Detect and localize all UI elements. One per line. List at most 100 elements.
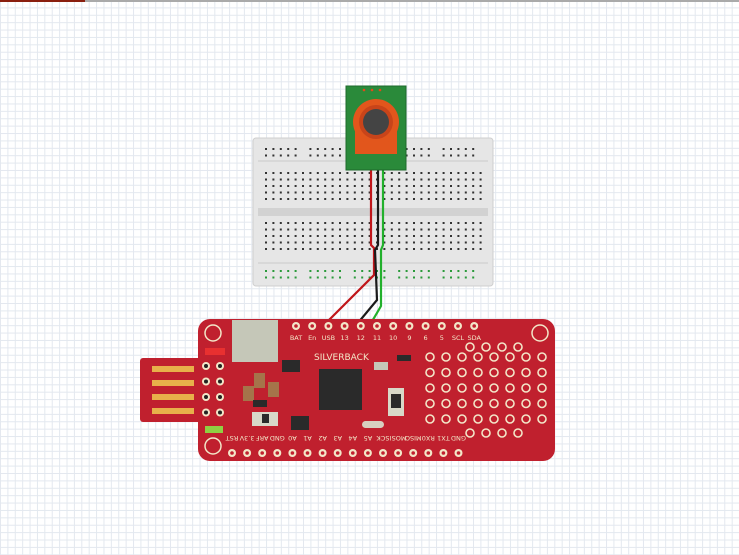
breadboard-hole[interactable]	[272, 154, 275, 157]
breadboard-hole[interactable]	[413, 172, 415, 174]
breadboard-hole[interactable]	[472, 172, 475, 174]
breadboard-hole[interactable]	[398, 172, 401, 174]
proto-hole[interactable]	[425, 383, 435, 393]
breadboard-hole[interactable]	[450, 148, 452, 150]
breadboard-hole[interactable]	[398, 276, 401, 279]
breadboard-hole[interactable]	[339, 235, 341, 237]
breadboard-hole[interactable]	[279, 248, 282, 250]
breadboard-hole[interactable]	[361, 228, 364, 231]
breadboard-hole[interactable]	[339, 178, 341, 181]
breadboard-hole[interactable]	[265, 228, 267, 231]
breadboard-hole[interactable]	[294, 270, 297, 272]
breadboard-hole[interactable]	[302, 191, 304, 194]
breadboard-hole[interactable]	[479, 172, 482, 174]
breadboard-hole[interactable]	[272, 276, 275, 279]
breadboard-hole[interactable]	[265, 235, 267, 237]
breadboard-hole[interactable]	[361, 276, 364, 279]
breadboard-hole[interactable]	[309, 178, 312, 181]
breadboard-hole[interactable]	[353, 198, 356, 200]
breadboard-hole[interactable]	[427, 241, 430, 244]
breadboard-hole[interactable]	[450, 276, 452, 279]
breadboard-hole[interactable]	[479, 178, 482, 181]
breadboard-hole[interactable]	[368, 235, 371, 237]
breadboard-hole[interactable]	[413, 222, 415, 224]
breadboard-hole[interactable]	[450, 172, 452, 174]
breadboard-hole[interactable]	[324, 276, 327, 279]
breadboard-hole[interactable]	[413, 228, 415, 231]
breadboard-hole[interactable]	[457, 248, 460, 250]
proto-hole[interactable]	[537, 398, 547, 409]
breadboard-hole[interactable]	[302, 235, 304, 237]
breadboard-hole[interactable]	[442, 276, 445, 279]
breadboard-hole[interactable]	[442, 172, 445, 174]
breadboard-hole[interactable]	[457, 222, 460, 224]
breadboard-hole[interactable]	[420, 228, 423, 231]
breadboard-hole[interactable]	[287, 248, 290, 250]
breadboard-hole[interactable]	[383, 178, 386, 181]
breadboard-hole[interactable]	[265, 154, 267, 157]
breadboard-hole[interactable]	[339, 191, 341, 194]
breadboard-hole[interactable]	[279, 276, 282, 279]
breadboard-hole[interactable]	[346, 185, 349, 187]
breadboard-hole[interactable]	[331, 191, 334, 194]
breadboard-hole[interactable]	[413, 276, 415, 279]
breadboard-hole[interactable]	[353, 248, 356, 250]
breadboard-hole[interactable]	[398, 198, 401, 200]
breadboard-hole[interactable]	[279, 148, 282, 150]
proto-hole[interactable]	[457, 367, 467, 378]
breadboard-hole[interactable]	[450, 241, 452, 244]
breadboard-hole[interactable]	[383, 172, 386, 174]
breadboard-hole[interactable]	[287, 235, 290, 237]
breadboard-hole[interactable]	[361, 178, 364, 181]
breadboard-hole[interactable]	[457, 241, 460, 244]
breadboard-hole[interactable]	[464, 154, 467, 157]
breadboard-hole[interactable]	[279, 191, 282, 194]
breadboard-hole[interactable]	[272, 178, 275, 181]
breadboard-hole[interactable]	[279, 198, 282, 200]
breadboard-hole[interactable]	[287, 276, 290, 279]
breadboard-hole[interactable]	[383, 270, 386, 272]
breadboard-hole[interactable]	[390, 248, 393, 250]
breadboard-hole[interactable]	[479, 198, 482, 200]
breadboard-hole[interactable]	[442, 235, 445, 237]
breadboard-hole[interactable]	[464, 178, 467, 181]
breadboard-hole[interactable]	[457, 235, 460, 237]
breadboard-hole[interactable]	[472, 148, 475, 150]
proto-hole[interactable]	[441, 398, 451, 409]
breadboard-hole[interactable]	[309, 154, 312, 157]
breadboard-hole[interactable]	[420, 198, 423, 200]
proto-hole[interactable]	[489, 398, 499, 409]
breadboard-hole[interactable]	[361, 241, 364, 244]
breadboard-hole[interactable]	[361, 235, 364, 237]
breadboard-hole[interactable]	[398, 178, 401, 181]
breadboard-hole[interactable]	[390, 235, 393, 237]
breadboard-hole[interactable]	[405, 178, 408, 181]
breadboard-hole[interactable]	[339, 222, 341, 224]
breadboard-hole[interactable]	[331, 178, 334, 181]
breadboard-hole[interactable]	[464, 172, 467, 174]
breadboard-hole[interactable]	[368, 185, 371, 187]
breadboard-hole[interactable]	[398, 228, 401, 231]
breadboard-hole[interactable]	[442, 191, 445, 194]
breadboard-hole[interactable]	[464, 148, 467, 150]
breadboard-hole[interactable]	[331, 185, 334, 187]
breadboard-hole[interactable]	[479, 222, 482, 224]
breadboard-hole[interactable]	[302, 178, 304, 181]
breadboard-hole[interactable]	[405, 270, 408, 272]
breadboard-hole[interactable]	[435, 191, 438, 194]
breadboard-hole[interactable]	[427, 248, 430, 250]
breadboard-hole[interactable]	[472, 154, 475, 157]
breadboard-hole[interactable]	[413, 248, 415, 250]
breadboard-hole[interactable]	[331, 248, 334, 250]
breadboard-hole[interactable]	[427, 148, 430, 150]
breadboard-hole[interactable]	[339, 270, 341, 272]
breadboard-hole[interactable]	[383, 191, 386, 194]
breadboard-hole[interactable]	[413, 241, 415, 244]
breadboard-hole[interactable]	[479, 228, 482, 231]
breadboard-hole[interactable]	[272, 270, 275, 272]
breadboard-hole[interactable]	[450, 222, 452, 224]
breadboard-hole[interactable]	[265, 148, 267, 150]
breadboard-hole[interactable]	[420, 185, 423, 187]
breadboard-hole[interactable]	[265, 198, 267, 200]
breadboard-hole[interactable]	[427, 191, 430, 194]
